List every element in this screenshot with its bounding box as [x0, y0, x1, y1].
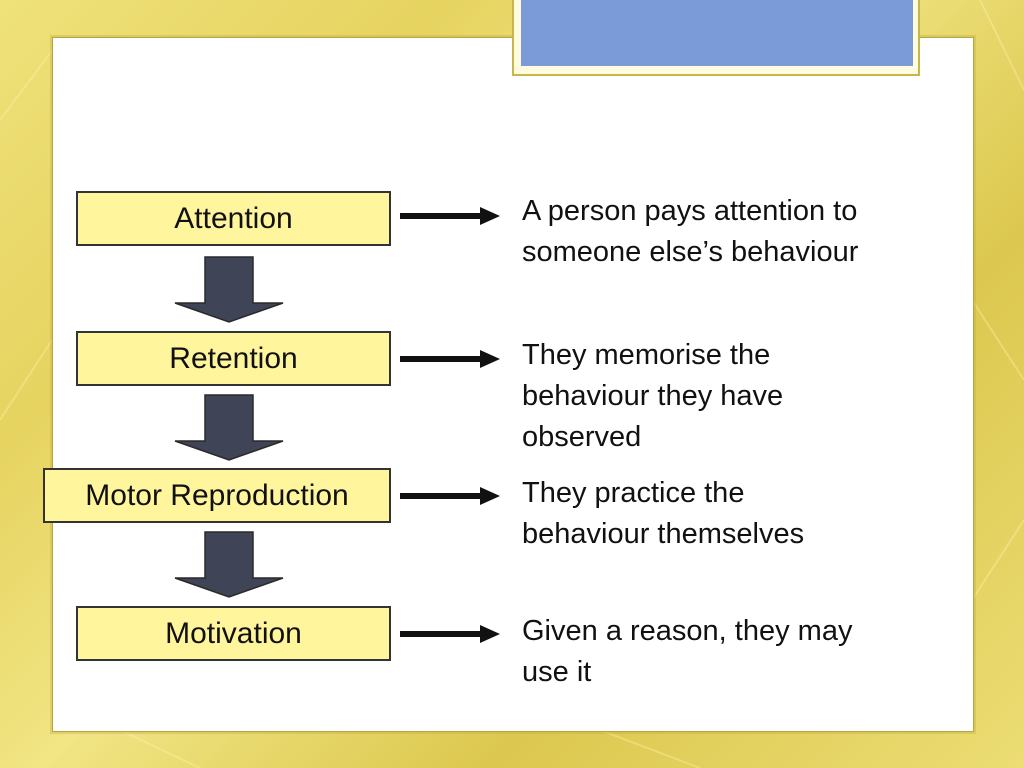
down-arrow-icon [174, 256, 284, 323]
stage-description-attention: A person pays attention to someone else’… [522, 191, 942, 273]
description-line: someone else’s behaviour [522, 236, 859, 268]
down-arrow-icon [174, 394, 284, 461]
description-line: They practice the [522, 477, 745, 509]
description-line: observed [522, 421, 642, 453]
stage-box-motivation: Motivation [76, 606, 391, 661]
stage-label: Motor Reproduction [85, 478, 349, 512]
stage-description-motivation: Given a reason, they may use it [522, 611, 942, 693]
down-arrow-icon [174, 531, 284, 598]
stage-description-retention: They memorise the behaviour they have ob… [522, 335, 942, 458]
description-line: They memorise the [522, 339, 771, 371]
stage-label: Attention [174, 201, 293, 235]
arrowhead-icon [480, 350, 500, 368]
arrowhead-icon [480, 625, 500, 643]
description-line: Given a reason, they may [522, 615, 853, 647]
stage-label: Retention [169, 341, 298, 375]
arrowhead-icon [480, 487, 500, 505]
arrowhead-icon [480, 207, 500, 225]
stage-description-motor-reproduction: They practice the behaviour themselves [522, 473, 942, 555]
stage-box-motor-reproduction: Motor Reproduction [43, 468, 391, 523]
description-line: behaviour themselves [522, 518, 805, 550]
stage-box-attention: Attention [76, 191, 391, 246]
title-tab [521, 0, 913, 66]
stage-box-retention: Retention [76, 331, 391, 386]
stage-label: Motivation [165, 616, 302, 650]
description-line: A person pays attention to [522, 195, 858, 227]
description-line: behaviour they have [522, 380, 784, 412]
description-line: use it [522, 656, 592, 688]
